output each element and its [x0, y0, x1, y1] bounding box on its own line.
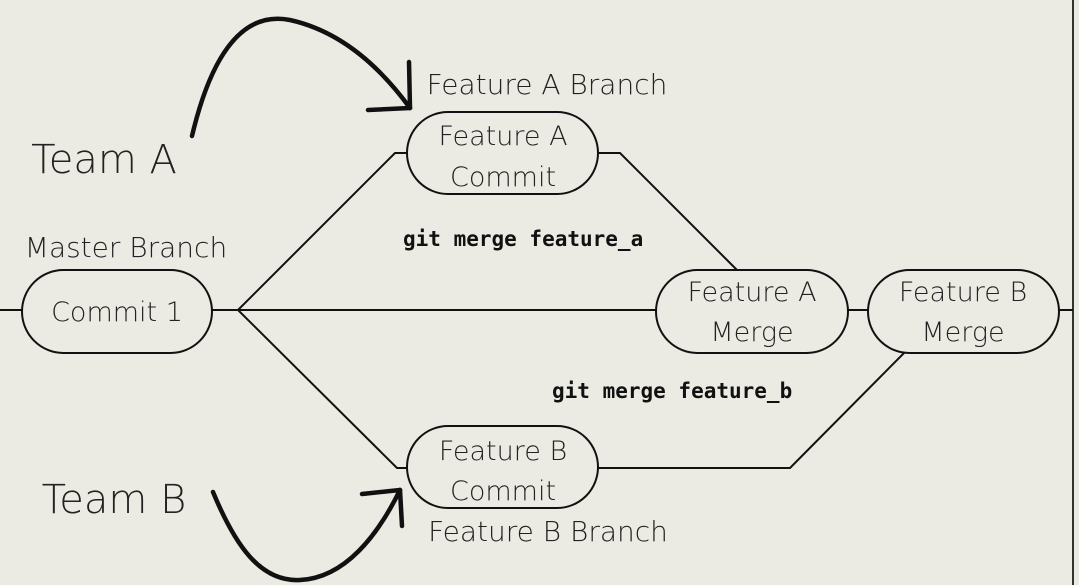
feature-b-merge-label-line2: Merge — [921, 317, 1004, 348]
feature-a-merge-shape — [655, 269, 849, 354]
feature-a-commit-shape — [406, 111, 599, 195]
feature-b-merge-node: Feature B Merge — [867, 269, 1060, 354]
feature-b-branch-label: Feature B Branch — [428, 515, 668, 548]
feature-b-merge-line — [598, 351, 906, 469]
merge-b-command: git merge feature_b — [552, 379, 792, 403]
team-a-label: Team A — [31, 137, 177, 183]
feature-a-merge-label-line1: Feature A — [687, 277, 816, 308]
feature-a-merge-line — [598, 152, 738, 271]
commit-1-label: Commit 1 — [51, 297, 183, 328]
team-b-label: Team B — [42, 477, 187, 523]
commit-1-shape — [21, 269, 213, 354]
commit-1-node: Commit 1 — [21, 269, 213, 354]
feature-b-merge-shape — [867, 269, 1060, 354]
feature-a-merge-node: Feature A Merge — [655, 269, 849, 354]
feature-a-commit-node: Feature A Commit — [406, 111, 599, 195]
feature-a-commit-label-line1: Feature A — [438, 121, 567, 152]
feature-a-branch-line — [212, 152, 407, 311]
feature-b-commit-shape — [406, 425, 599, 509]
feature-b-commit-label-line2: Commit — [450, 476, 556, 507]
feature-b-commit-node: Feature B Commit — [406, 425, 599, 509]
merge-a-command: git merge feature_a — [403, 227, 643, 251]
branch-edges — [0, 152, 1073, 469]
feature-a-commit-label-line2: Commit — [450, 162, 556, 193]
feature-b-branch-line — [237, 309, 407, 469]
master-branch-label: Master Branch — [25, 231, 227, 264]
feature-a-branch-label: Feature A Branch — [427, 68, 668, 101]
feature-b-commit-label-line1: Feature B — [439, 436, 567, 467]
team-a-arrow-icon — [189, 16, 413, 139]
feature-a-merge-label-line2: Merge — [710, 317, 793, 348]
team-b-arrow-icon — [210, 487, 405, 583]
feature-b-merge-label-line1: Feature B — [899, 277, 1027, 308]
